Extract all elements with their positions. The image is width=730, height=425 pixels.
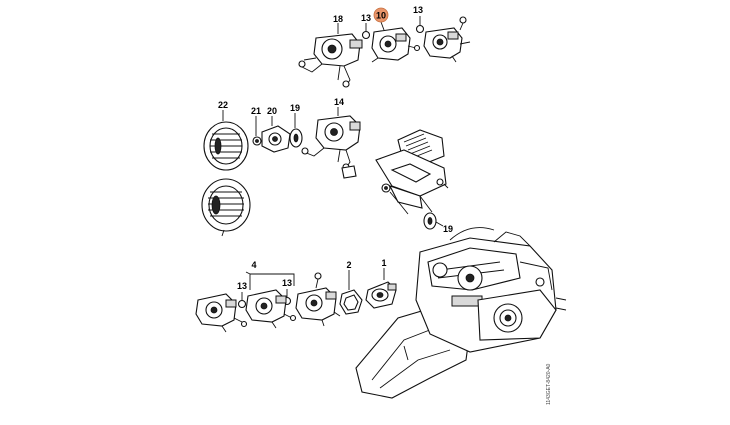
callout-13[interactable]: 13	[413, 5, 423, 15]
part-19-grommet-middle[interactable]	[289, 113, 303, 148]
carburetor-bottom-a[interactable]	[195, 293, 248, 333]
part-20-filter-holder[interactable]	[261, 116, 291, 153]
callout-19[interactable]: 19	[443, 224, 453, 234]
callout-1[interactable]: 1	[381, 258, 386, 268]
part-22-air-filter[interactable]	[203, 110, 249, 171]
air-filter-alternate-view[interactable]	[201, 178, 251, 237]
callout-21[interactable]: 21	[251, 106, 261, 116]
part-4-bracket-leader	[245, 271, 295, 290]
callout-18[interactable]: 18	[333, 14, 343, 24]
chainsaw-powerhead	[355, 227, 567, 399]
carburetor-bottom-b[interactable]	[245, 289, 297, 329]
part-14-carburetor[interactable]	[301, 107, 361, 179]
drawing-code: 1143GET-8420-A0	[546, 363, 552, 405]
part-13-gasket-top-right[interactable]	[415, 16, 425, 34]
carburetor-variant-right[interactable]	[423, 16, 471, 63]
callout-13[interactable]: 13	[361, 13, 371, 23]
callout-13[interactable]: 13	[282, 278, 292, 288]
part-19-grommet-right[interactable]	[423, 212, 444, 230]
part-2-gasket[interactable]	[339, 270, 363, 315]
part-10-carburetor-highlighted[interactable]	[371, 21, 421, 63]
part-18-carburetor-assembly[interactable]	[298, 23, 363, 88]
callout-10[interactable]: 10	[376, 11, 386, 21]
callout-20[interactable]: 20	[267, 106, 277, 116]
part-13-gasket-top-left[interactable]	[361, 23, 371, 40]
callout-22[interactable]: 22	[218, 100, 228, 110]
part-21-screw[interactable]	[252, 116, 262, 146]
callout-13[interactable]: 13	[237, 281, 247, 291]
carburetor-bottom-c[interactable]	[295, 272, 341, 327]
air-filter-housing-assembly[interactable]	[375, 129, 449, 215]
callout-4[interactable]: 4	[251, 260, 256, 270]
callout-2[interactable]: 2	[346, 260, 351, 270]
callout-14[interactable]: 14	[334, 97, 344, 107]
part-13-gasket-bottom-left[interactable]	[237, 292, 247, 309]
callout-19[interactable]: 19	[290, 103, 300, 113]
part-1-intake-manifold[interactable]	[365, 268, 397, 309]
callout-10-highlight	[373, 7, 389, 23]
